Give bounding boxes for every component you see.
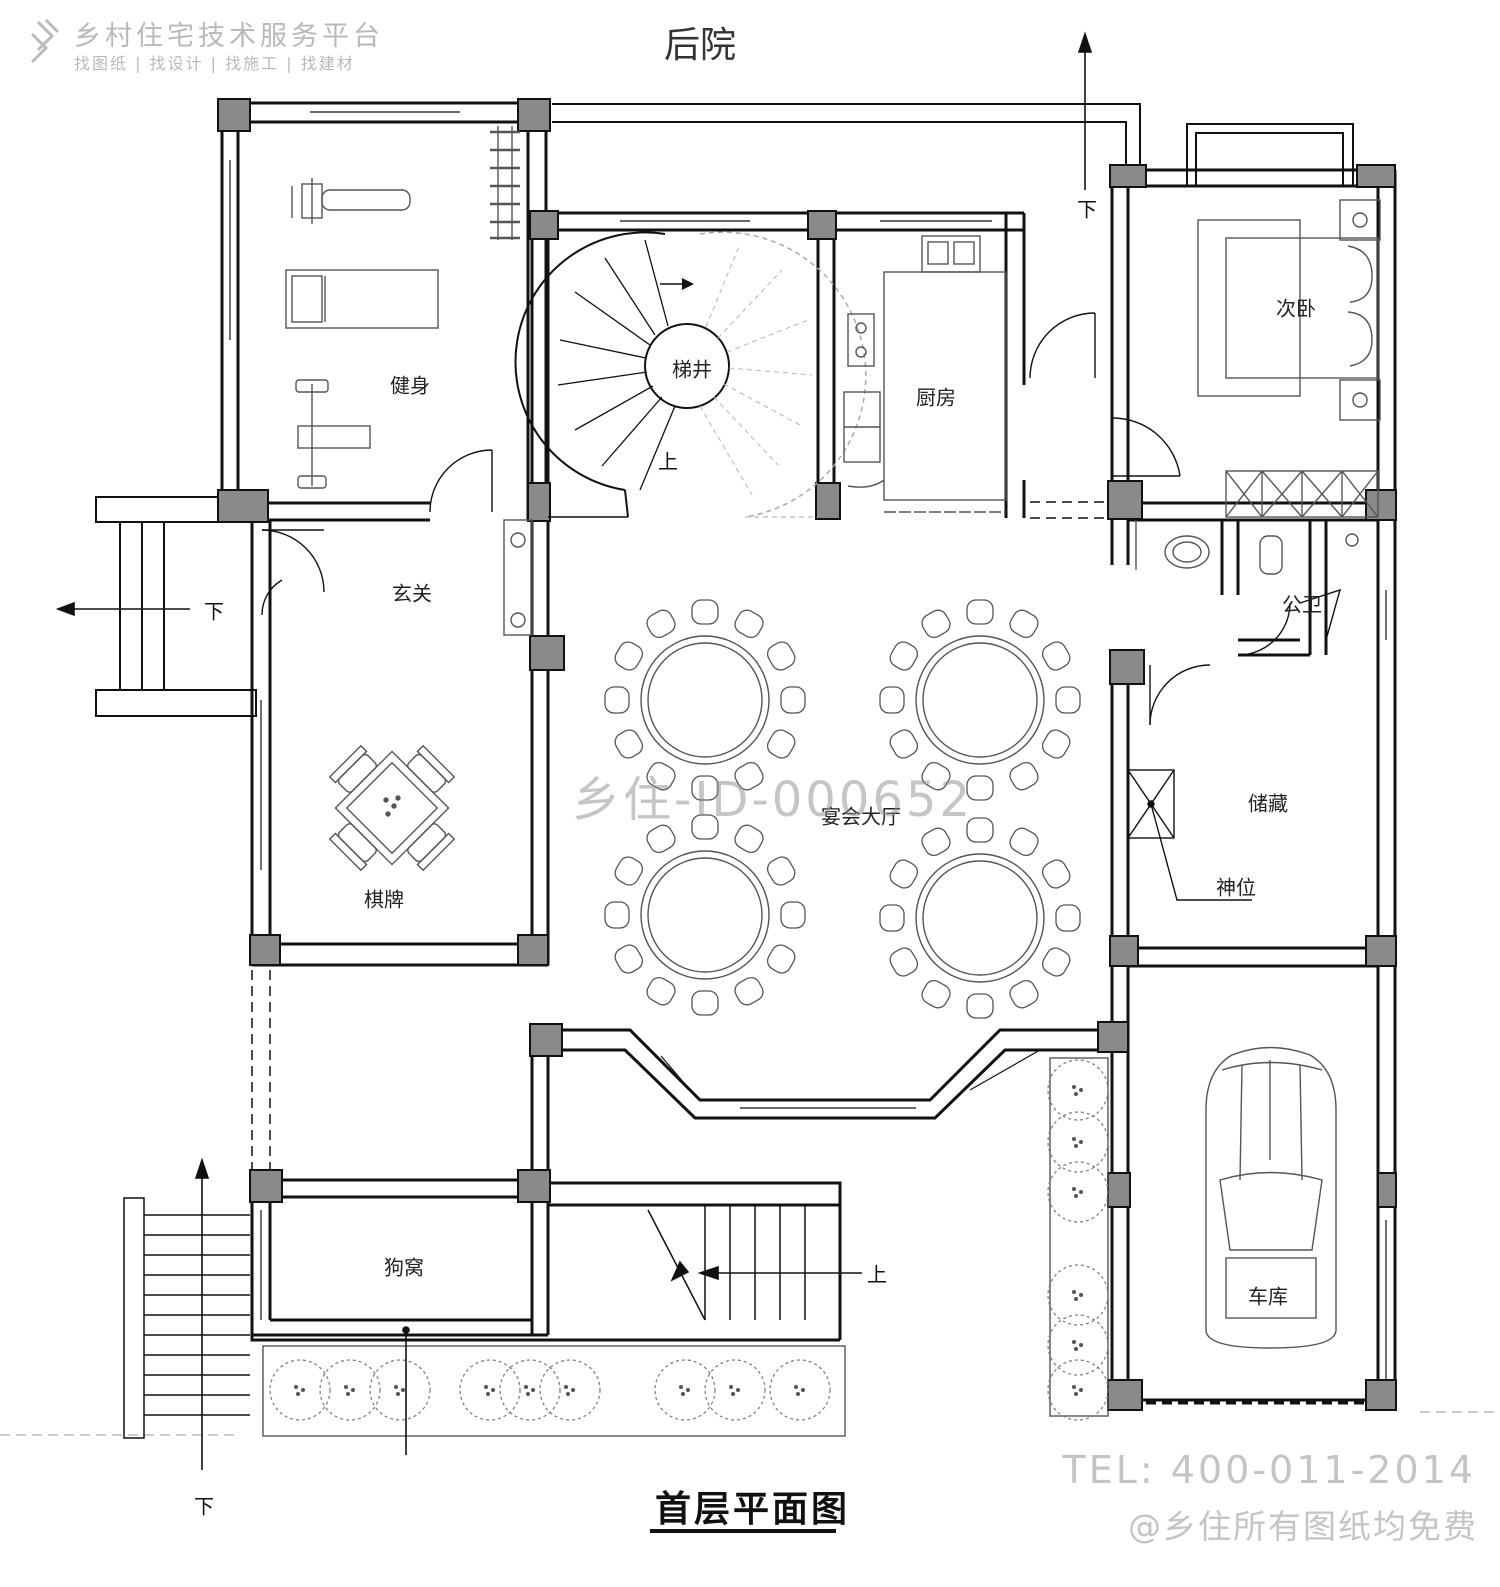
room-second-bedroom: 次卧 [1276,296,1316,321]
front-stair-up-mark: 上 [867,1262,887,1287]
room-stairwell: 梯井 [672,357,712,382]
doors [261,312,1342,726]
brand-name: 乡村住宅技术服务平台 [74,21,384,52]
rear-down-mark: 下 [1077,197,1097,222]
side-down-mark: 下 [204,599,224,624]
banquet-tables [604,599,1081,1019]
room-kitchen: 厨房 [916,385,956,410]
room-public-wc: 公卫 [1282,592,1322,617]
drawing-title-underline [650,1529,836,1533]
room-gym: 健身 [390,373,430,398]
backyard-label: 后院 [663,25,737,66]
gym-equipment [285,126,520,489]
room-shrine: 神位 [1216,875,1256,900]
room-card-room: 棋牌 [364,887,404,912]
spiral-stair [514,231,867,518]
card-table [328,744,456,872]
bedroom-furniture [1197,199,1381,518]
xiangzhu-logo-icon [30,18,60,64]
room-dog-kennel: 狗窝 [384,1255,424,1280]
bathroom-fixtures [1135,520,1359,575]
columns [217,98,1397,1411]
planters [262,1057,1109,1437]
room-garage: 车库 [1248,1284,1288,1309]
room-foyer: 玄关 [392,581,432,606]
stair-up-mark: 上 [658,449,678,474]
contact-tel: TEL: 400-011-2014 [1062,1448,1476,1492]
brand-tagline: 找图纸 | 找设计 | 找施工 | 找建材 [74,54,355,73]
exterior-stairs [123,1197,806,1439]
direction-arrows [55,31,1093,1470]
kitchen-fixtures [843,235,1007,513]
car [1205,1046,1337,1349]
room-storage: 储藏 [1248,791,1288,816]
shrine-fixture [1127,769,1252,901]
outer-boundary [95,103,1354,717]
window-lines [229,111,1387,1380]
front-down-mark: 下 [194,1494,214,1519]
open-boundaries [0,501,1500,1436]
copyright-note: @乡住所有图纸均免费 [1128,1507,1478,1546]
room-banquet-hall: 宴会大厅 [821,804,901,829]
hall-side-fixture [503,519,533,636]
drawing-title: 首层平面图 [655,1489,851,1530]
watermark-id: 乡住-ID-000652 [572,772,973,828]
